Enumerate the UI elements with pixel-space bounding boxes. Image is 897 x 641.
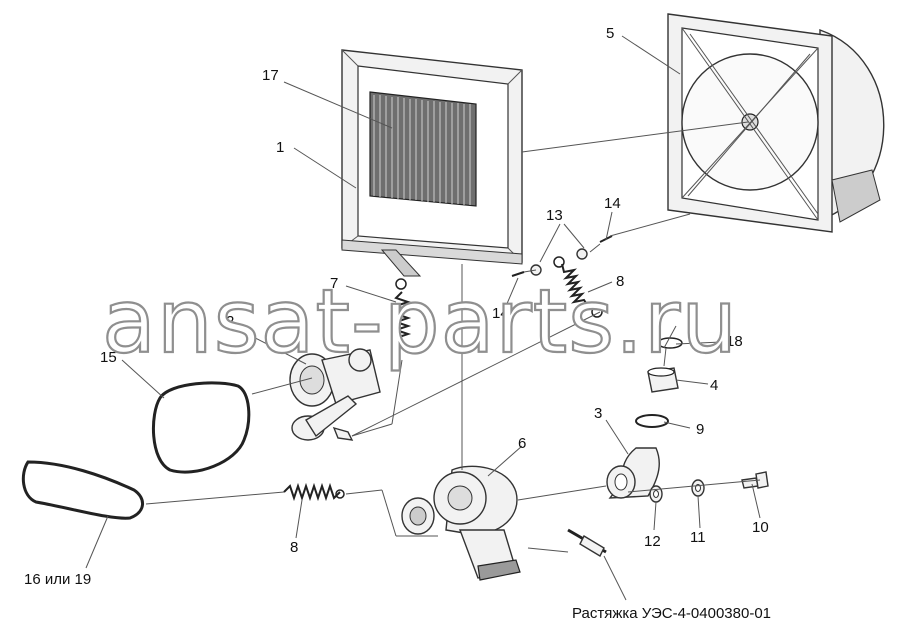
callout-17: 17 <box>262 67 279 84</box>
fan-shroud <box>667 13 885 233</box>
callout-13: 13 <box>546 207 563 224</box>
callout-10: 10 <box>752 519 769 536</box>
tensioner-assembly <box>289 348 381 441</box>
callout-8-bottom: 8 <box>290 539 298 556</box>
callout-11: 11 <box>690 529 706 546</box>
watermark: ansat-parts.ru <box>102 270 738 373</box>
radiator-core <box>369 91 477 207</box>
callout-8-top: 8 <box>616 273 624 290</box>
fasteners <box>649 471 769 503</box>
callout-15: 15 <box>100 349 117 366</box>
callout-labels: 17 1 5 13 14 7 8 14 2 15 18 4 3 9 6 8 12… <box>24 25 769 588</box>
brace-rod <box>567 528 607 557</box>
callout-16-or-19: 16 или 19 <box>24 571 91 588</box>
callout-14-top: 14 <box>604 195 621 212</box>
blower-assembly <box>401 465 521 581</box>
callout-3: 3 <box>594 405 602 422</box>
callout-7: 7 <box>330 275 338 292</box>
callout-12: 12 <box>644 533 661 550</box>
caption: Растяжка УЭС-4-0400380-01 <box>572 605 771 622</box>
leader-lines <box>85 35 761 601</box>
callout-6: 6 <box>518 435 526 452</box>
callout-2: 2 <box>226 313 234 330</box>
callout-18: 18 <box>726 333 743 350</box>
callout-9: 9 <box>696 421 704 438</box>
springs <box>283 256 603 502</box>
callout-14-mid: 14 <box>492 305 509 322</box>
callout-4: 4 <box>710 377 718 394</box>
assembly-lines <box>145 121 761 553</box>
callout-5: 5 <box>606 25 614 42</box>
belts <box>21 381 251 520</box>
intake-hose-parts <box>606 337 683 499</box>
callout-1: 1 <box>276 139 284 156</box>
